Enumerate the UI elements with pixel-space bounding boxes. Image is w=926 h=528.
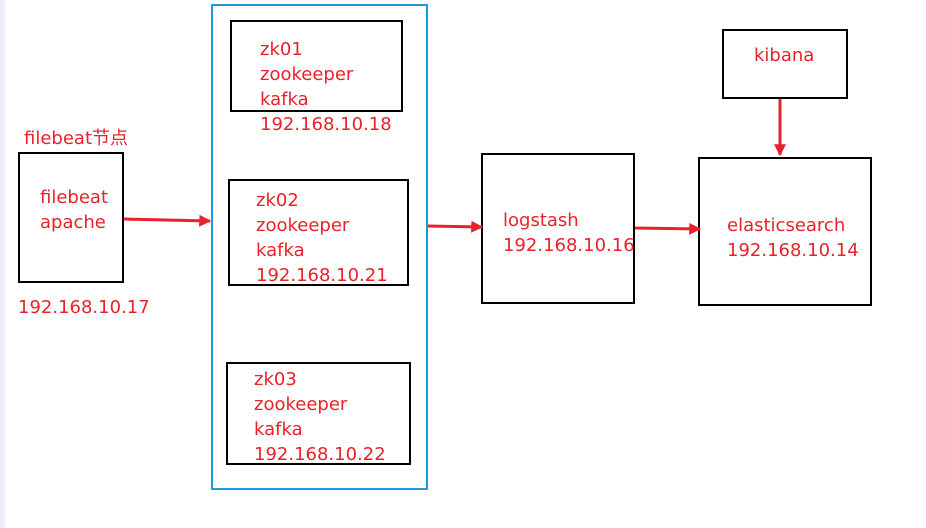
zk03-kafka: kafka	[254, 419, 303, 440]
filebeat-ip: 192.168.10.17	[18, 297, 150, 318]
kibana-name: kibana	[754, 45, 815, 66]
zk03-zookeeper: zookeeper	[254, 394, 348, 415]
zk01-name: zk01	[260, 39, 303, 60]
filebeat-box	[18, 152, 124, 283]
zk02-ip: 192.168.10.21	[256, 265, 388, 286]
zk03-box	[226, 362, 411, 465]
filebeat-label: filebeat	[40, 187, 109, 208]
kibana-box	[722, 29, 848, 99]
zk03-ip: 192.168.10.22	[254, 444, 386, 465]
zk01-zookeeper: zookeeper	[260, 64, 354, 85]
apache-label: apache	[40, 212, 106, 233]
zk02-kafka: kafka	[256, 240, 305, 261]
elasticsearch-ip: 192.168.10.14	[727, 240, 859, 261]
zk02-zookeeper: zookeeper	[256, 215, 350, 236]
zk01-ip: 192.168.10.18	[260, 114, 392, 135]
window-left-edge	[0, 0, 6, 528]
elasticsearch-name: elasticsearch	[727, 215, 846, 236]
zk01-kafka: kafka	[260, 89, 309, 110]
logstash-ip: 192.168.10.16	[503, 235, 635, 256]
arrow-kafka-to-logstash	[427, 220, 484, 233]
zk01-box	[230, 20, 403, 112]
logstash-name: logstash	[503, 210, 579, 231]
zk02-name: zk02	[256, 190, 299, 211]
filebeat-node-caption: filebeat节点	[24, 128, 129, 149]
arrow-filebeat-to-kafka	[123, 214, 212, 227]
arrow-logstash-to-elasticsearch	[634, 222, 702, 235]
zk02-box	[228, 179, 409, 286]
zk03-name: zk03	[254, 369, 297, 390]
kafka-cluster-container	[211, 4, 428, 490]
